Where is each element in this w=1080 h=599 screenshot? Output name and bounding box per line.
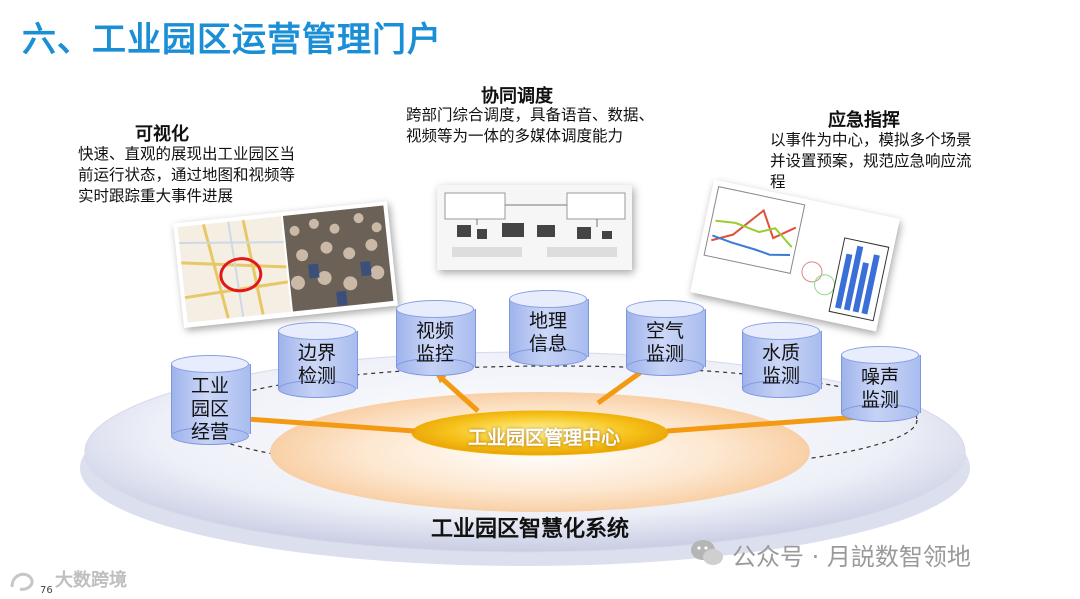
module-label: 工业 园区 经营 xyxy=(171,375,249,444)
module-label: 地理 信息 xyxy=(509,310,587,356)
module-boundary: 边界 检测 xyxy=(278,322,356,398)
module-air: 空气 监测 xyxy=(626,300,704,376)
module-label: 视频 监控 xyxy=(396,320,474,366)
module-video: 视频 监控 xyxy=(396,300,474,376)
watermark-logo-icon xyxy=(8,569,38,597)
module-geo: 地理 信息 xyxy=(509,290,587,366)
module-water: 水质 监测 xyxy=(742,322,820,398)
module-operations: 工业 园区 经营 xyxy=(171,355,249,445)
emergency-title: 应急指挥 xyxy=(828,106,900,132)
dispatch-diagram-image xyxy=(437,185,632,270)
visualization-photo xyxy=(173,201,398,328)
visual-desc: 快速、直观的展现出工业园区当前运行状态，通过地图和视频等实时跟踪重大事件进展 xyxy=(78,144,303,207)
visual-title: 可视化 xyxy=(135,120,189,146)
module-label: 水质 监测 xyxy=(742,342,820,388)
module-label: 边界 检测 xyxy=(278,342,356,388)
module-label: 空气 监测 xyxy=(626,320,704,366)
dispatch-desc: 跨部门综合调度，具备语音、数据、视频等为一体的多媒体调度能力 xyxy=(406,105,668,147)
page-number: 76 xyxy=(40,585,53,596)
module-noise: 噪声 监测 xyxy=(841,346,919,422)
emergency-desc: 以事件为中心，模拟多个场景并设置预案，规范应急响应流程 xyxy=(770,130,975,193)
module-label: 噪声 监测 xyxy=(841,366,919,412)
watermark-text: 公众号 · 月説数智领地 xyxy=(732,537,971,572)
watermark-brand: 大数跨境 xyxy=(55,566,127,592)
wechat-icon xyxy=(690,538,724,572)
system-label: 工业园区智慧化系统 xyxy=(431,511,629,543)
center-label: 工业园区管理中心 xyxy=(468,423,620,450)
